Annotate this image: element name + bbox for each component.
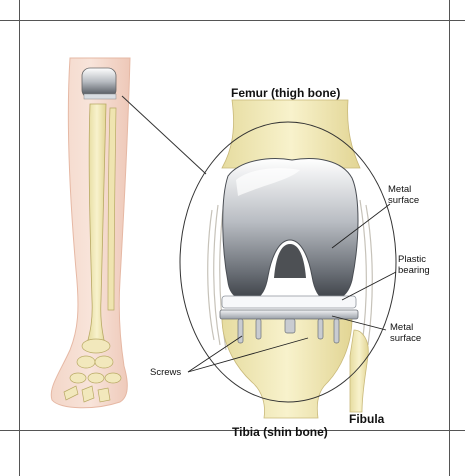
label-plastic-bearing: Plastic bearing xyxy=(398,254,430,276)
label-tibia: Tibia (shin bone) xyxy=(232,425,328,439)
label-metal-surface-bottom: Metal surface xyxy=(390,322,421,344)
fibula-bone xyxy=(350,330,368,412)
magnified-knee xyxy=(180,52,396,418)
plastic-bearing xyxy=(222,296,356,308)
label-femur: Femur (thigh bone) xyxy=(231,86,340,100)
femur-bone xyxy=(222,100,360,168)
zoom-connector-line xyxy=(122,96,206,174)
label-screws: Screws xyxy=(150,367,181,378)
leg-knee-implant xyxy=(82,68,116,98)
label-metal-surface-top: Metal surface xyxy=(388,184,419,206)
label-fibula: Fibula xyxy=(349,412,385,426)
